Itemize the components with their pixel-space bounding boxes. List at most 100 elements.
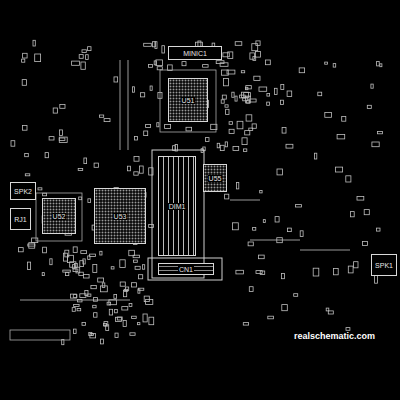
smd-part <box>49 137 54 140</box>
smd-part <box>70 294 76 298</box>
bga-chip: U53 <box>94 188 146 244</box>
smd-part <box>144 131 148 136</box>
smd-part <box>162 46 165 53</box>
smd-part <box>63 253 67 261</box>
smd-part <box>229 122 232 125</box>
smd-part <box>73 247 77 253</box>
smd-part <box>243 98 248 101</box>
smd-part <box>35 54 41 62</box>
smd-part <box>22 80 26 86</box>
smd-part <box>115 333 118 337</box>
smd-part <box>357 196 364 200</box>
smd-part <box>246 86 252 89</box>
part-label: U51 <box>181 97 196 104</box>
part-label: MINIC1 <box>182 50 208 57</box>
smd-part <box>182 62 186 66</box>
speaker-connector: SPK1 <box>371 254 397 276</box>
smd-part <box>380 64 382 67</box>
smd-part <box>225 105 228 107</box>
smd-part <box>84 158 87 164</box>
smd-part <box>226 109 229 114</box>
smd-part <box>168 65 173 71</box>
smd-part <box>288 228 292 232</box>
smd-part <box>232 92 234 97</box>
part-outline <box>10 330 70 340</box>
smd-part <box>106 325 109 331</box>
smd-part <box>132 87 134 92</box>
smd-part <box>372 142 379 147</box>
smd-part <box>133 255 139 258</box>
smd-part <box>85 290 88 295</box>
smd-part <box>45 153 48 158</box>
smd-part <box>328 311 333 314</box>
smd-part <box>252 44 258 51</box>
smd-part <box>100 251 102 255</box>
smd-part <box>281 100 284 104</box>
smd-part <box>122 307 128 310</box>
smd-part <box>70 262 76 267</box>
smd-part <box>281 274 284 279</box>
smd-part <box>125 287 128 290</box>
smd-part <box>78 168 83 170</box>
smd-part <box>149 225 154 228</box>
smd-part <box>123 321 126 327</box>
smd-part <box>94 313 97 318</box>
smd-part <box>318 92 322 96</box>
smd-part <box>33 40 35 46</box>
smd-part <box>225 194 229 199</box>
watermark: realschematic.com <box>292 331 377 341</box>
smd-part <box>100 115 104 117</box>
smd-part <box>277 169 283 175</box>
smd-part <box>249 287 253 292</box>
smd-part <box>142 265 144 270</box>
memory-slot: DIM1 <box>158 156 196 256</box>
smd-part <box>25 174 30 176</box>
smd-part <box>114 77 118 82</box>
smd-part <box>132 283 137 287</box>
chip-frame <box>160 70 216 132</box>
smd-part <box>107 302 111 305</box>
smd-part <box>267 93 270 96</box>
smd-part <box>115 309 118 312</box>
smd-part <box>28 262 31 269</box>
smd-part <box>294 294 298 297</box>
smd-part <box>377 228 381 231</box>
connector-outline: MINIC1 <box>168 46 222 60</box>
smd-part <box>11 141 15 147</box>
smd-part <box>146 124 151 127</box>
smd-part <box>233 147 239 151</box>
smd-part <box>120 260 125 268</box>
smd-part <box>135 266 140 269</box>
smd-part <box>72 61 80 65</box>
smd-part <box>225 142 227 147</box>
smd-part <box>203 65 209 68</box>
smd-part <box>237 121 243 129</box>
smd-part <box>222 70 229 75</box>
smd-part <box>129 303 132 306</box>
smd-part <box>314 153 316 159</box>
smd-part <box>237 182 239 189</box>
smd-part <box>72 308 75 312</box>
smd-part <box>91 285 96 288</box>
trace-line <box>230 200 260 201</box>
trace-line <box>250 240 300 241</box>
smd-part <box>120 282 125 286</box>
smd-part <box>22 126 27 131</box>
smd-part <box>300 231 303 237</box>
smd-part <box>91 333 93 335</box>
smd-part <box>60 105 65 109</box>
smd-part <box>165 125 171 129</box>
smd-part <box>258 255 264 259</box>
smd-part <box>246 87 248 89</box>
smd-part <box>157 123 159 127</box>
smd-part <box>282 127 286 133</box>
smd-part <box>102 283 105 288</box>
smd-part <box>275 217 279 222</box>
smd-part <box>217 143 220 148</box>
smd-part <box>313 268 319 276</box>
smd-part <box>144 43 152 46</box>
smd-part <box>286 144 293 148</box>
connector-frame <box>148 258 222 280</box>
smd-part <box>367 105 371 108</box>
smd-part <box>263 220 265 223</box>
